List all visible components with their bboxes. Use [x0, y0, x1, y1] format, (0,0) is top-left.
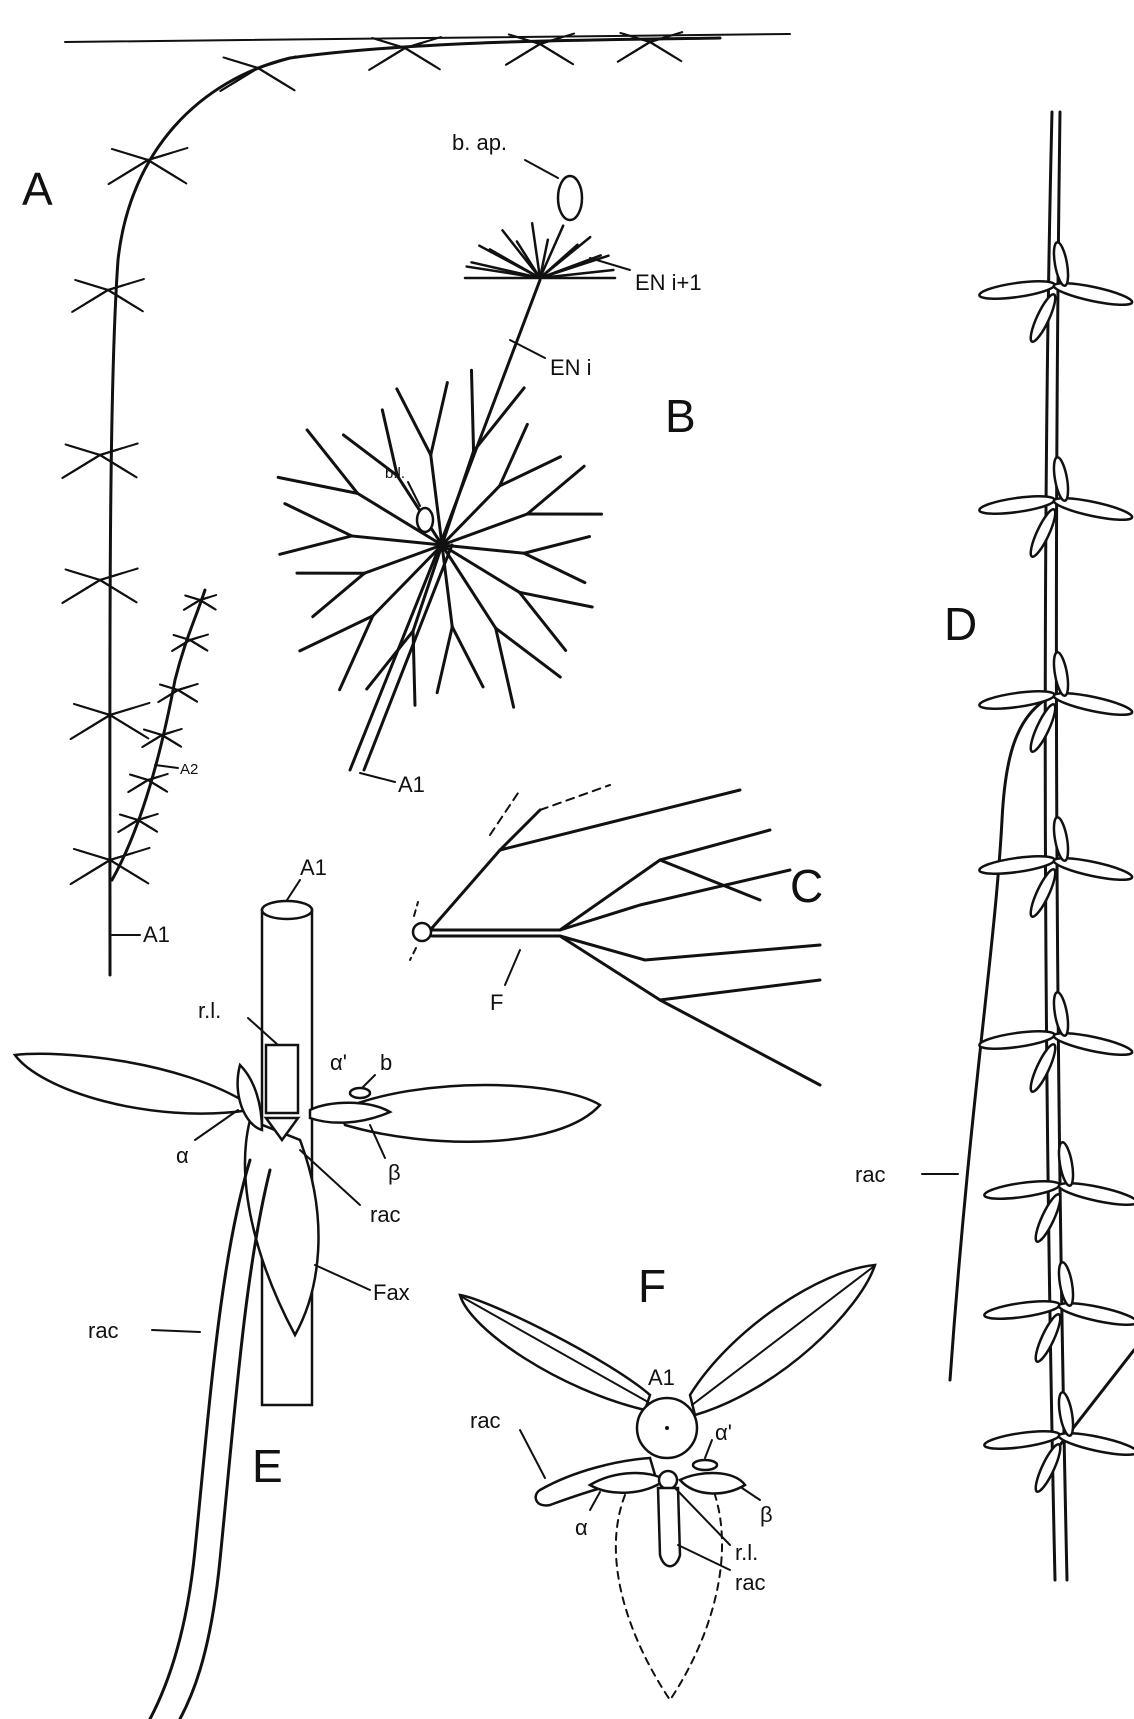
a2-pointer: [155, 765, 178, 768]
label-f-beta: β: [760, 1502, 773, 1527]
panel-a-side-branch: [112, 590, 205, 880]
panel-b: B b. ap. EN i+1 EN i b.l. A1: [278, 130, 702, 797]
panel-c-node: [413, 923, 431, 941]
leaf-ray: [442, 424, 560, 545]
label-d-root: rac: [855, 1162, 886, 1187]
panel-e-root: [150, 1160, 250, 1719]
panel-d-main-stem: [1045, 112, 1055, 1580]
f-rl-pointer: [675, 1488, 730, 1545]
leaf-ray: [442, 545, 560, 707]
label-en: EN i: [550, 355, 592, 380]
label-e-beta: β: [388, 1160, 401, 1185]
label-bud-apical: b. ap.: [452, 130, 507, 155]
panel-b-leaf-rays: [278, 370, 601, 707]
label-e-fax: Fax: [373, 1280, 410, 1305]
leaf-whorl: [72, 279, 144, 312]
label-f-axis: A1: [648, 1365, 675, 1390]
leaf-pair: [978, 241, 1133, 344]
panel-c-letter: C: [790, 860, 823, 912]
label-leaf: F: [490, 990, 503, 1015]
e-fax-pointer: [315, 1265, 370, 1290]
b-axis-pointer: [360, 773, 395, 782]
panel-e: E A1 r.l. α' b α β rac Fax rac: [15, 855, 600, 1719]
label-f-alpha: α: [575, 1515, 588, 1540]
label-f-rac-bottom: rac: [735, 1570, 766, 1595]
e-rac-outer-pointer: [152, 1330, 200, 1332]
panel-e-axis-top: [262, 901, 312, 919]
leaf-pair: [978, 991, 1133, 1094]
leaf-whorl: [369, 37, 441, 70]
label-f-rac-left: rac: [470, 1408, 501, 1433]
e-b-pointer: [362, 1075, 375, 1088]
e-axis-pointer: [287, 880, 300, 900]
label-e-alpha: α: [176, 1143, 189, 1168]
panel-a-main-stem: [110, 38, 720, 975]
leaf-whorl: [62, 443, 137, 478]
panel-e-prophyll-alpha: [238, 1065, 262, 1130]
panel-f-bud: [693, 1460, 717, 1470]
label-b-axis: A1: [398, 772, 425, 797]
en-next-pointer: [590, 258, 630, 270]
label-e-rac-outer: rac: [88, 1318, 119, 1343]
panel-b-upper-whorl: [465, 223, 615, 278]
leaf-whorl: [506, 34, 574, 65]
panel-f-leaf-right-midrib: [692, 1267, 873, 1405]
panel-f-leaf-left-midrib: [462, 1297, 648, 1402]
leaf-whorl: [158, 684, 197, 702]
leaf-whorl: [220, 56, 295, 91]
leaf-whorl: [62, 568, 137, 603]
panel-e-bud: [350, 1088, 370, 1098]
panel-f-letter: F: [638, 1260, 666, 1312]
f-beta-pointer: [742, 1488, 760, 1500]
panel-d: D rac: [855, 112, 1134, 1580]
leaf-pair: [983, 1261, 1134, 1364]
panel-f-root-bottom: [658, 1488, 680, 1566]
label-e-b: b: [380, 1050, 392, 1075]
leaf-whorl: [172, 635, 208, 651]
label-e-rl: r.l.: [198, 998, 221, 1023]
panel-a-letter: A: [22, 163, 53, 215]
f-alpha-pointer: [590, 1492, 600, 1510]
f-alpha-prime-pointer: [705, 1440, 712, 1458]
panel-a: A A2 A1: [22, 32, 790, 975]
panel-e-letter: E: [252, 1440, 283, 1492]
leaf-ray: [300, 545, 442, 690]
apical-bud: [558, 176, 582, 220]
label-bud-lateral: b.l.: [385, 465, 405, 482]
panel-b-letter: B: [665, 390, 696, 442]
panel-f: F A1 rac α' β α r.l. rac: [460, 1260, 875, 1700]
panel-e-leaf-left: [15, 1054, 250, 1114]
leaf-pointer: [505, 950, 520, 985]
label-a1: A1: [143, 922, 170, 947]
label-e-alpha-prime: α': [330, 1050, 347, 1075]
label-f-rl: r.l.: [735, 1540, 758, 1565]
label-a2: A2: [180, 761, 198, 778]
label-e-axis: A1: [300, 855, 327, 880]
panel-c-dissected-leaf: [432, 785, 820, 1085]
panel-c: C F: [410, 785, 823, 1085]
panel-e-lateral-root-rl: [266, 1045, 298, 1113]
panel-f-axis-center: [665, 1426, 669, 1430]
leaf-ray: [442, 545, 592, 650]
lateral-bud: [417, 508, 433, 532]
label-f-alpha-prime: α': [715, 1420, 732, 1445]
panel-d-letter: D: [944, 598, 977, 650]
bud-apical-pointer: [525, 160, 558, 178]
label-en-next: EN i+1: [635, 270, 702, 295]
panel-f-lateral-root-section: [659, 1471, 677, 1489]
leaf-pair: [983, 1391, 1134, 1494]
f-rac-left-pointer: [520, 1430, 545, 1478]
label-e-rac-inner: rac: [370, 1202, 401, 1227]
panel-f-prophyll-beta: [680, 1473, 745, 1493]
